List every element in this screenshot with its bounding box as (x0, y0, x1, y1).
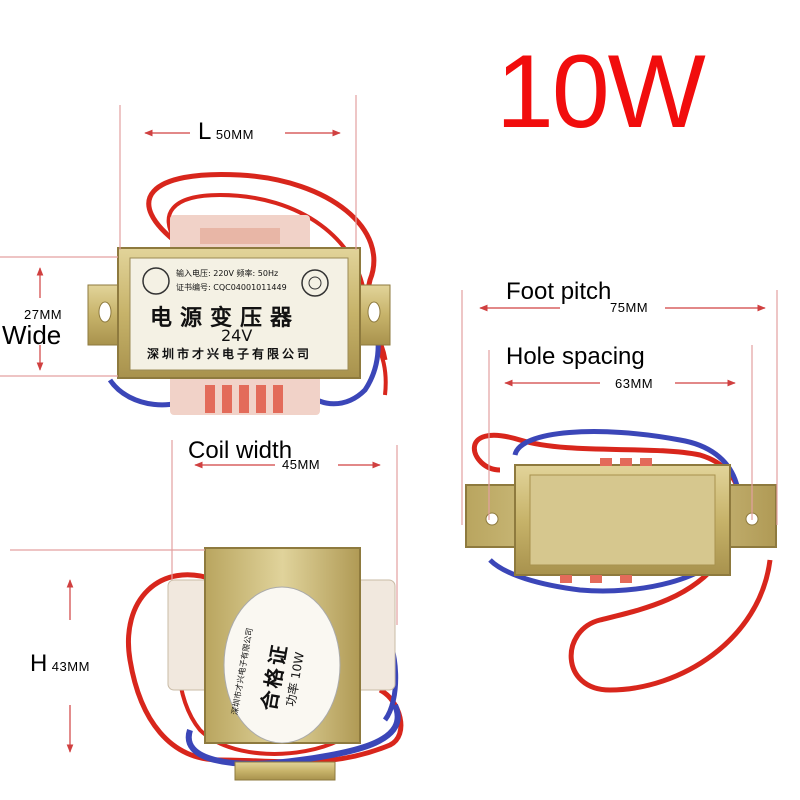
power-rating-label: 10W (496, 34, 706, 150)
nameplate-cert: 证书编号: CQC04001011449 (176, 283, 287, 292)
nameplate-title: 电源变压器 (150, 306, 301, 331)
height-letter: H (30, 650, 48, 677)
dimension-lines (0, 95, 778, 753)
length-letter: L (198, 118, 212, 145)
height-dimension: H 43MM (30, 650, 90, 678)
coil-width-value: 45MM (282, 457, 321, 472)
transformer-front-view (87, 171, 391, 415)
transformer-top-view (465, 429, 777, 693)
length-value: 50MM (215, 127, 254, 142)
height-value: 43MM (51, 659, 90, 674)
certificate-maker: 深圳市才兴电子有限公司 (230, 627, 255, 716)
nameplate-maker: 深圳市才兴电子有限公司 (147, 347, 313, 361)
transformer-side-view (126, 547, 404, 781)
length-dimension: L 50MM (198, 118, 254, 146)
hole-spacing-label: Hole spacing (506, 343, 645, 370)
foot-pitch-value: 75MM (610, 300, 649, 315)
width-value: 27MM (24, 307, 63, 322)
nameplate-voltage: 24V (221, 326, 253, 345)
nameplate-input: 输入电压: 220V 频率: 50Hz (176, 269, 279, 278)
coil-width-label: Coil width (188, 437, 293, 464)
hole-spacing-value: 63MM (615, 376, 654, 391)
foot-pitch-label: Foot pitch (506, 278, 612, 305)
width-label: Wide (2, 320, 62, 350)
